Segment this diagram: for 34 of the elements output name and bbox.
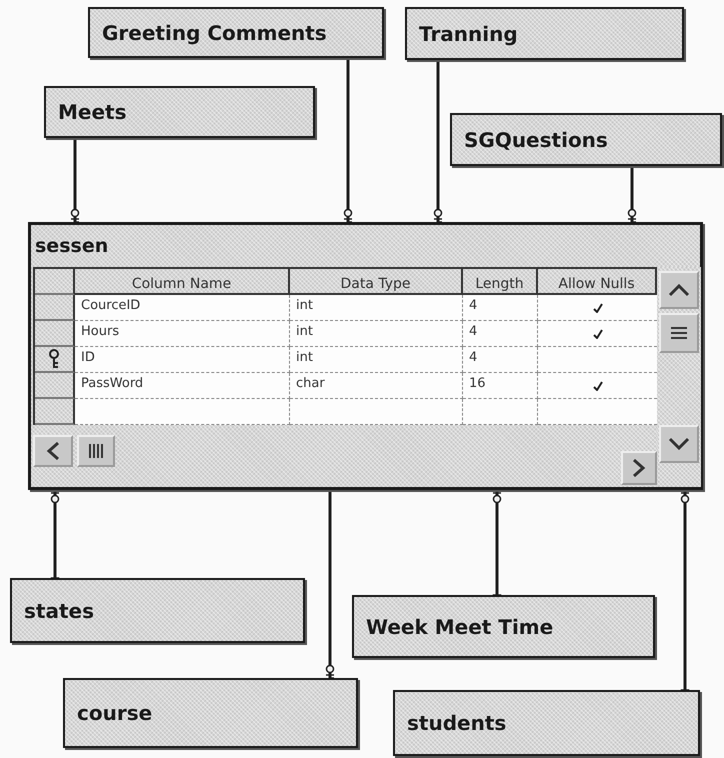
table-cell: int	[290, 347, 463, 373]
table-cell: Hours	[75, 321, 290, 347]
table-name: states	[24, 598, 94, 622]
table-cell: 4	[463, 321, 538, 347]
column-header: Data Type	[290, 269, 463, 295]
table-box	[450, 113, 722, 166]
table-box	[352, 595, 655, 658]
table-name: Week Meet Time	[366, 614, 554, 638]
table-box	[28, 222, 703, 490]
table-cell: char	[290, 373, 463, 399]
table-name: students	[407, 711, 506, 735]
table-name: Greeting Comments	[102, 20, 327, 44]
table-box	[10, 578, 305, 643]
table-name: SGQuestions	[464, 128, 608, 152]
table-box	[88, 7, 384, 58]
table-cell: 4	[463, 347, 538, 373]
table-cell: 16	[463, 373, 538, 399]
table-box	[44, 86, 315, 138]
table-box	[393, 690, 700, 756]
table-cell: int	[290, 295, 463, 321]
column-header: Length	[463, 269, 538, 295]
table-cell: PassWord	[75, 373, 290, 399]
table-cell: ID	[75, 347, 290, 373]
table-name: course	[77, 701, 152, 725]
table-cell: CourceID	[75, 295, 290, 321]
column-header: Column Name	[75, 269, 290, 295]
table-cell: int	[290, 321, 463, 347]
table-name: Meets	[58, 100, 126, 124]
table-name: sessen	[35, 235, 108, 257]
table-box	[405, 7, 684, 60]
column-header: Allow Nulls	[538, 269, 657, 295]
table-cell: 4	[463, 295, 538, 321]
table-box	[63, 678, 358, 748]
table-name: Tranning	[419, 22, 518, 46]
